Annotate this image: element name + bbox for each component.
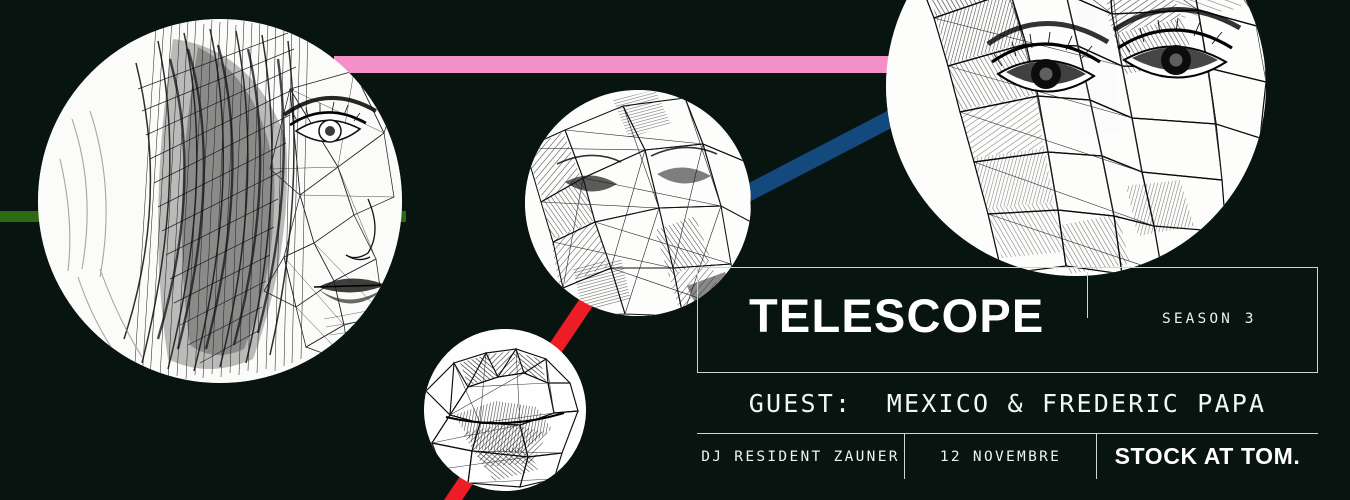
title-row: TELESCOPE SEASON 3 <box>697 267 1318 372</box>
event-date-label: 12 NOVEMBRE <box>939 448 1062 465</box>
circle-face-mid-geometric <box>525 90 751 316</box>
guest-row: GUEST: MEXICO & FREDERIC PAPA <box>697 373 1318 433</box>
event-title: TELESCOPE <box>749 289 1045 342</box>
footer-cell-dj: DJ RESIDENT ZAUNER <box>697 434 904 479</box>
circle-face-left-portrait <box>38 19 402 383</box>
panel-rule-title-separator <box>1087 272 1088 318</box>
circle-face-eyes-geometric <box>886 0 1266 276</box>
footer-cell-venue: STOCK AT TOM. <box>1097 434 1318 479</box>
panel-rule-middle <box>697 372 1318 373</box>
venue-label: STOCK AT TOM. <box>1114 443 1301 469</box>
panel-rule-top <box>697 267 1318 268</box>
panel-rule-footer-separator-1 <box>904 433 905 479</box>
pink-line <box>334 56 892 73</box>
footer-row: DJ RESIDENT ZAUNER 12 NOVEMBRE STOCK AT … <box>697 434 1318 479</box>
blue-line <box>722 99 917 213</box>
dj-resident-label: DJ RESIDENT ZAUNER <box>701 448 900 465</box>
guest-lineup-label: GUEST: MEXICO & FREDERIC PAPA <box>748 388 1267 418</box>
circle-face-mouth-geometric <box>424 329 586 491</box>
event-info-panel: TELESCOPE SEASON 3 GUEST: MEXICO & FREDE… <box>697 267 1318 479</box>
panel-rule-right-edge <box>1317 267 1318 373</box>
footer-cell-date: 12 NOVEMBRE <box>905 434 1096 479</box>
panel-rule-footer-separator-2 <box>1096 433 1097 479</box>
panel-rule-lower <box>697 433 1318 434</box>
season-label: SEASON 3 <box>1162 311 1257 327</box>
panel-rule-left-edge <box>697 267 698 373</box>
